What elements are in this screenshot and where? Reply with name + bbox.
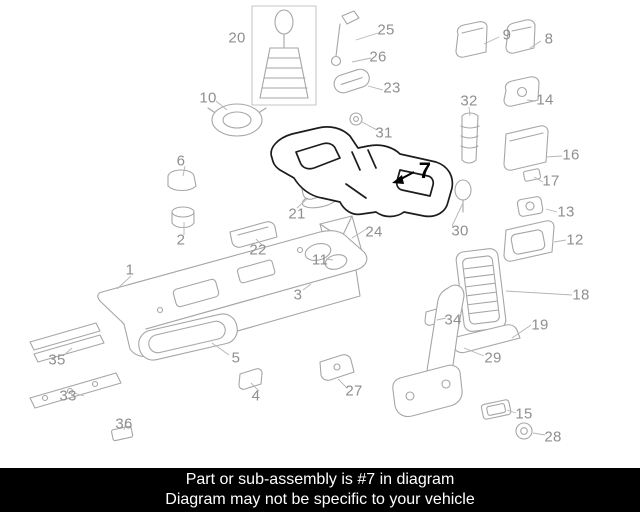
part-15-plate-art: [480, 399, 512, 420]
note-banner: Part or sub-assembly is #7 in diagram Di…: [0, 468, 640, 512]
part-label-10: 10: [199, 89, 217, 107]
part-label-12: 12: [566, 231, 584, 249]
part-35-rail-art: [29, 322, 105, 363]
diagram-art: [29, 5, 573, 442]
part-label-31: 31: [375, 124, 393, 142]
part-22-frame-art: [229, 221, 278, 248]
part-label-5: 5: [231, 349, 241, 367]
part-label-34: 34: [444, 311, 462, 329]
part-label-30: 30: [451, 222, 469, 240]
part-label-36: 36: [115, 415, 133, 433]
part-label-19: 19: [531, 316, 549, 334]
part-12-panel-art: [503, 220, 555, 262]
part-33-rail-art: [29, 372, 122, 409]
part-label-28: 28: [544, 428, 562, 446]
part-28-knob-art: [515, 422, 533, 440]
part-label-29: 29: [484, 349, 502, 367]
part-18-panel-art: [455, 248, 507, 332]
part-label-8: 8: [544, 30, 554, 48]
part-16-panel-art: [503, 125, 549, 171]
part-31-cap-art: [349, 112, 363, 126]
part-36-clip-art: [111, 425, 134, 442]
part-label-6: 6: [176, 152, 186, 170]
part-4-bracket-art: [238, 368, 263, 390]
part-label-11: 11: [311, 251, 329, 269]
part-label-33: 33: [59, 387, 77, 405]
note-banner-line-2: Diagram may not be specific to your vehi…: [165, 491, 475, 508]
part-label-1: 1: [125, 261, 135, 279]
part-20-shift-boot-art: [251, 5, 317, 106]
part-label-3: 3: [293, 286, 303, 304]
part-13-switch-art: [516, 196, 544, 217]
part-label-22: 22: [249, 241, 267, 259]
part-label-2: 2: [176, 231, 186, 249]
note-banner-line-1: Part or sub-assembly is #7 in diagram: [185, 470, 455, 488]
part-label-13: 13: [557, 203, 575, 221]
part-10-cover-art: [207, 103, 267, 137]
part-label-17: 17: [542, 172, 560, 190]
part-27-bracket-art: [319, 354, 355, 381]
part-label-27: 27: [345, 382, 363, 400]
part-label-25: 25: [377, 21, 395, 39]
leader-lines: [62, 32, 573, 436]
part-label-16: 16: [562, 146, 580, 164]
highlight-arrow: [392, 171, 415, 184]
part-30-knob-art: [454, 179, 472, 213]
part-label-18: 18: [572, 286, 590, 304]
part-label-26: 26: [369, 48, 387, 66]
part-5-armrest-art: [138, 313, 238, 361]
part-label-20: 20: [228, 29, 246, 47]
part-label-15: 15: [515, 405, 533, 423]
part-8-bracket-art: [505, 19, 536, 54]
part-label-14: 14: [536, 91, 554, 109]
part-20-shift-knob-art: [259, 9, 309, 99]
part-label-23: 23: [383, 79, 401, 97]
part-label-24: 24: [365, 223, 383, 241]
part-23-handle-art: [333, 68, 370, 94]
part-6-cover-art: [167, 169, 197, 192]
part-29-handbrake-art: [392, 284, 465, 418]
part-label-35: 35: [48, 351, 66, 369]
part-label-4: 4: [251, 387, 261, 405]
part-14-bracket-art: [503, 76, 540, 107]
part-25-26-lever-art: [330, 10, 360, 67]
part-label-21: 21: [288, 205, 306, 223]
part-7-console-trim-art: [270, 126, 454, 218]
part-label-32: 32: [460, 92, 478, 110]
part-32-boot-art: [460, 112, 480, 164]
part-label-9: 9: [502, 26, 512, 44]
part-label-7: 7: [418, 158, 432, 183]
part-9-bracket-art: [455, 21, 488, 58]
part-2-grommet-art: [171, 206, 195, 229]
